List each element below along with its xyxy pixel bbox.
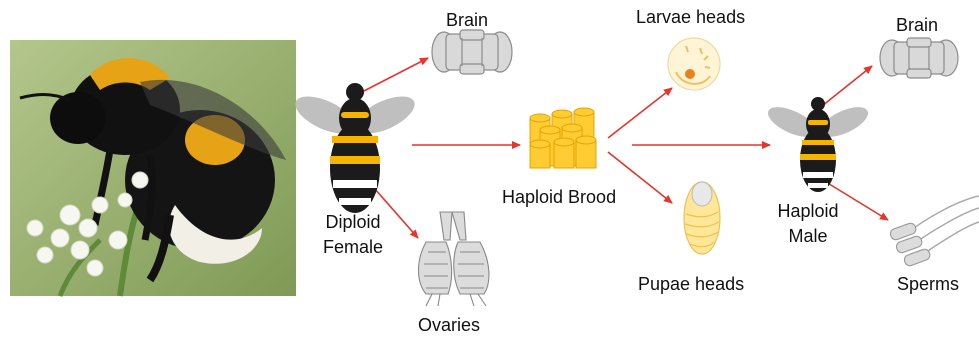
pupae-heads-label: Pupae heads bbox=[638, 273, 744, 295]
brain-male-icon bbox=[880, 38, 958, 78]
haploid-male-bee-icon bbox=[764, 97, 872, 192]
arrow-male-to-brain bbox=[822, 66, 872, 106]
haploid-brood-label: Haploid Brood bbox=[502, 186, 616, 208]
haploid-brood-icon bbox=[530, 108, 596, 168]
larva-icon bbox=[668, 38, 720, 90]
arrow-brood-to-larvae bbox=[608, 88, 672, 138]
male-label: Male bbox=[773, 225, 843, 247]
brain-male-label: Brain bbox=[896, 14, 938, 36]
bumblebee-photo bbox=[10, 40, 296, 296]
ovaries-label: Ovaries bbox=[418, 314, 480, 336]
female-label: Female bbox=[318, 236, 388, 258]
sperms-label: Sperms bbox=[897, 273, 959, 295]
larvae-heads-label: Larvae heads bbox=[636, 6, 745, 28]
haploid-label: Haploid bbox=[773, 200, 843, 222]
diploid-label: Diploid bbox=[318, 211, 388, 233]
pupa-icon bbox=[684, 182, 720, 254]
diploid-female-bee-icon bbox=[290, 83, 420, 213]
arrow-female-to-brain bbox=[360, 58, 428, 93]
ovaries-icon bbox=[419, 212, 489, 306]
arrow-brood-to-pupae bbox=[608, 152, 672, 203]
brain-female-icon bbox=[432, 30, 512, 74]
brain-female-label: Brain bbox=[446, 9, 488, 31]
sperm-icon bbox=[889, 196, 979, 267]
